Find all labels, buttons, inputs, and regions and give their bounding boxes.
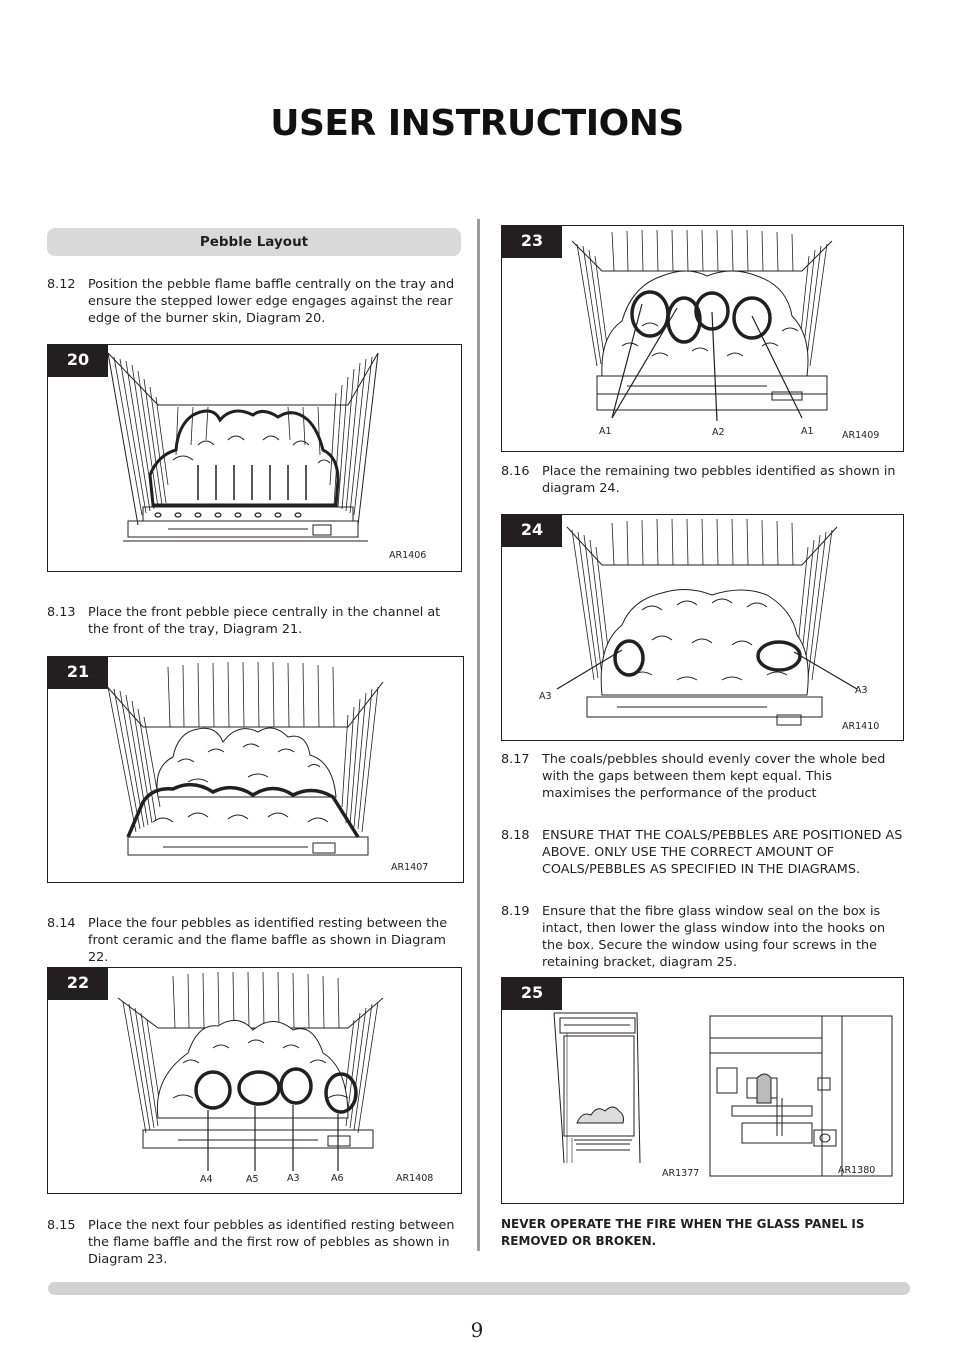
safety-warning: NEVER OPERATE THE FIRE WHEN THE GLASS PA…: [501, 1217, 865, 1248]
paragraph-8-13: 8.13 Place the front pebble piece centra…: [47, 604, 463, 640]
fireplace-illustration: [571, 229, 833, 422]
callout-a1: A1: [599, 426, 612, 437]
paragraph-number: 8.15: [47, 1218, 76, 1233]
paragraph-number: 8.17: [501, 752, 530, 767]
diagram-number: 23: [502, 226, 562, 258]
diagram-21: 21 AR1407: [47, 656, 464, 883]
diagram-23: 23 A1 A2 A1 AR1409: [501, 225, 904, 452]
paragraph-8-17: 8.17 The coals/pebbles should evenly cov…: [501, 751, 907, 803]
diagram-22: 22 A4 A5 A3 A6 AR1408: [47, 967, 462, 1194]
paragraph-text: ENSURE THAT THE COALS/PEBBLES ARE POSITI…: [542, 828, 903, 877]
diagram-number: 25: [502, 978, 562, 1010]
diagram-24: 24 A3 A3 AR1410: [501, 514, 904, 741]
paragraph-text: Place the front pebble piece centrally i…: [88, 605, 441, 637]
callout-a4: A4: [200, 1174, 213, 1185]
callout-a3: A3: [287, 1173, 300, 1184]
page-number: 9: [470, 1318, 484, 1342]
footer-bar: [48, 1282, 910, 1295]
fireplace-illustration: [102, 661, 384, 856]
paragraph-text: Place the next four pebbles as identifie…: [88, 1218, 455, 1267]
diagram-reference: AR1409: [842, 430, 880, 441]
paragraph-8-12: 8.12 Position the pebble flame baffle ce…: [47, 276, 463, 328]
glass-window-illustration: [553, 1012, 893, 1177]
diagram-number: 21: [48, 657, 108, 689]
diagram-reference: AR1408: [396, 1173, 434, 1184]
paragraph-text: The coals/pebbles should evenly cover th…: [542, 752, 886, 801]
diagram-reference-left: AR1377: [662, 1168, 700, 1179]
paragraph-text: Position the pebble flame baffle central…: [88, 277, 455, 326]
diagram-reference: AR1406: [389, 550, 427, 561]
callout-a5: A5: [246, 1174, 259, 1185]
page-title: USER INSTRUCTIONS: [270, 103, 684, 144]
paragraph-number: 8.12: [47, 277, 76, 292]
paragraph-8-16: 8.16 Place the remaining two pebbles ide…: [501, 463, 907, 499]
diagram-20: 20 AR1406: [47, 344, 462, 572]
paragraph-text: Place the four pebbles as identified res…: [88, 916, 448, 965]
callout-a2: A2: [712, 427, 725, 438]
callout-a1: A1: [801, 426, 814, 437]
paragraph-text: Place the remaining two pebbles identifi…: [542, 464, 896, 496]
paragraph-8-18: 8.18 ENSURE THAT THE COALS/PEBBLES ARE P…: [501, 827, 907, 879]
column-divider: [477, 219, 480, 1251]
fireplace-illustration: [107, 352, 379, 542]
callout-a6: A6: [331, 1173, 344, 1184]
paragraph-number: 8.18: [501, 828, 530, 843]
section-heading: Pebble Layout: [47, 228, 461, 256]
paragraph-number: 8.13: [47, 605, 76, 620]
fireplace-illustration: [117, 971, 384, 1171]
paragraph-number: 8.14: [47, 916, 76, 931]
paragraph-8-15: 8.15 Place the next four pebbles as iden…: [47, 1217, 463, 1269]
fireplace-illustration: [556, 518, 858, 726]
paragraph-number: 8.16: [501, 464, 530, 479]
diagram-reference-right: AR1380: [838, 1165, 876, 1176]
diagram-number: 20: [48, 345, 108, 377]
paragraph-number: 8.19: [501, 904, 530, 919]
diagram-number: 22: [48, 968, 108, 1000]
callout-a3-right: A3: [855, 685, 868, 696]
diagram-25: 25 AR1377 AR1380: [501, 977, 904, 1204]
diagram-reference: AR1410: [842, 721, 880, 732]
paragraph-text: Ensure that the fibre glass window seal …: [542, 904, 886, 970]
diagram-number: 24: [502, 515, 562, 547]
diagram-reference: AR1407: [391, 862, 429, 873]
paragraph-8-14: 8.14 Place the four pebbles as identifie…: [47, 915, 463, 965]
paragraph-8-19: 8.19 Ensure that the fibre glass window …: [501, 903, 907, 973]
callout-a3-left: A3: [539, 691, 552, 702]
